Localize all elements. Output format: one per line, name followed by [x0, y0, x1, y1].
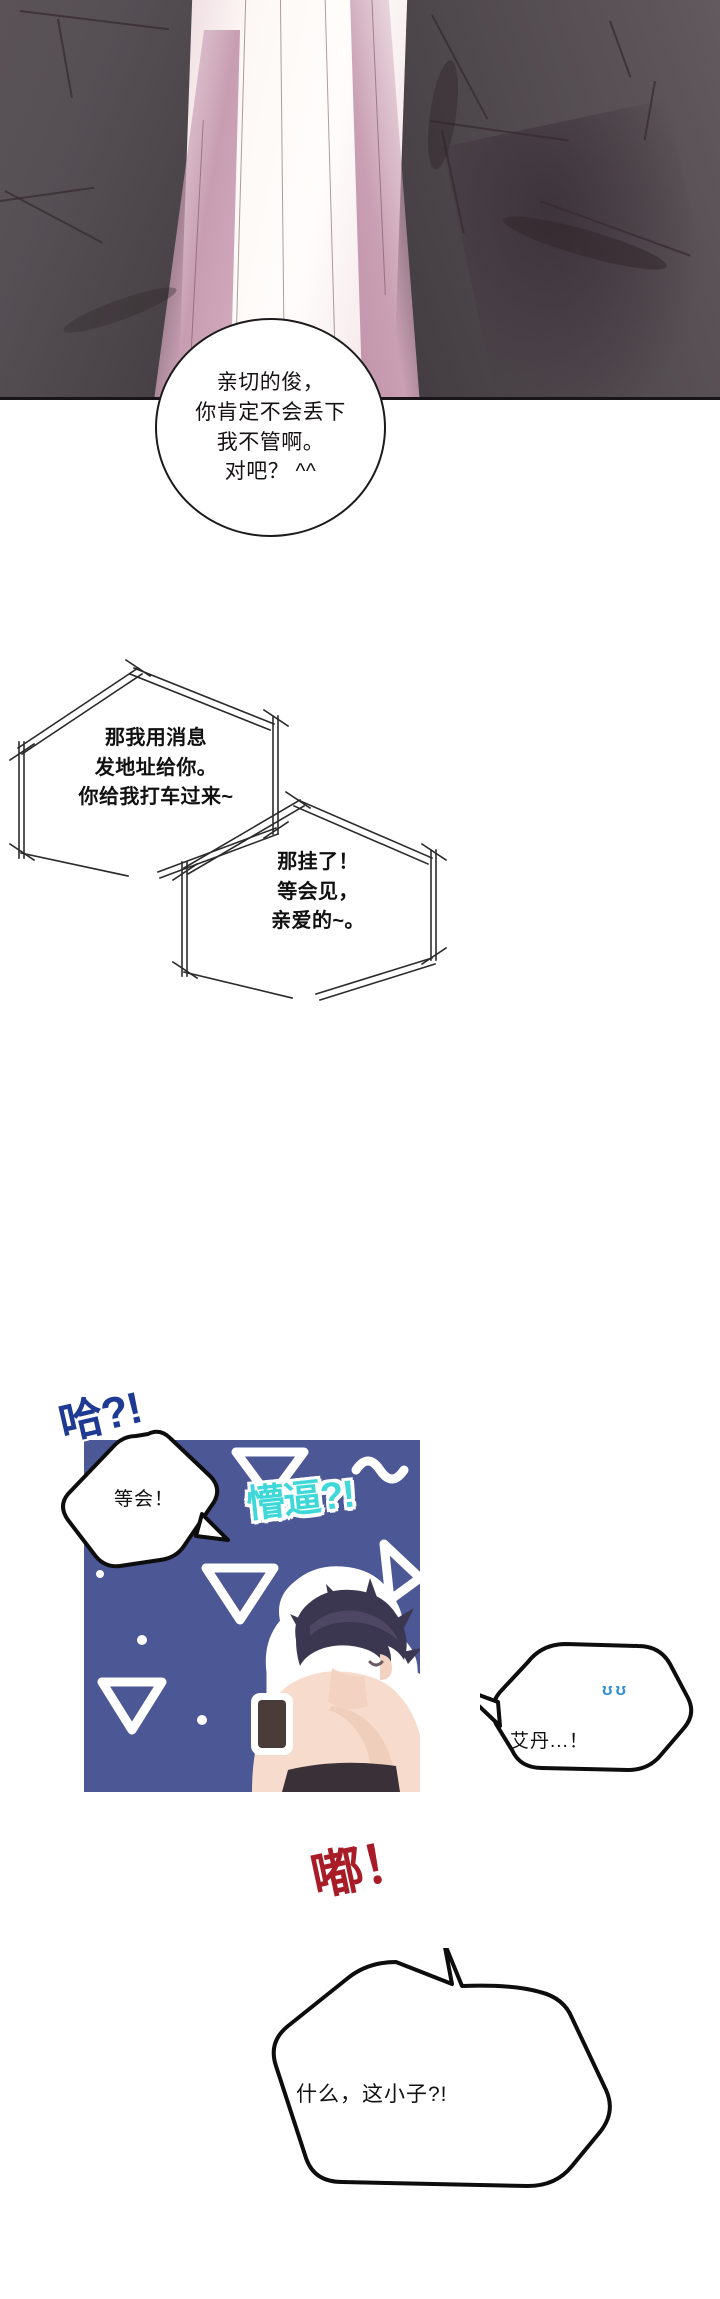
- hex-message-frame-1-text: 那我用消息 发地址给你。 你给我打车过来~: [78, 727, 234, 809]
- blue-panel-decor: [96, 1447, 420, 1792]
- speech-blob-aidan: ʊʊ 艾丹...！: [480, 1640, 702, 1792]
- panel-dark-coat-artwork: [0, 0, 720, 400]
- speech-blob-final: 什么，这小子?!: [200, 1948, 620, 2254]
- hex-frame-1-outline: [8, 658, 290, 880]
- hex-message-frame-2: 那挂了！ 等会见， 亲爱的~。: [170, 780, 460, 1002]
- speech-bubble-caller: 亲切的俊， 你肯定不会丢下 我不管啊。 对吧？ ^^: [155, 318, 386, 537]
- character-shirtless-boy: [251, 1566, 420, 1792]
- speech-blob-aidan-outline: [480, 1642, 694, 1772]
- speech-blob-final-outline: [271, 1948, 612, 2188]
- speech-blob-wait-text: 等会！: [113, 1489, 174, 1510]
- speech-blob-wait: 等会！: [56, 1428, 232, 1574]
- speech-blob-final-text: 什么，这小子?!: [296, 2083, 448, 2106]
- panel-blue-reaction: [84, 1440, 420, 1792]
- sfx-mengbi-text: 懵逼?!: [244, 1473, 357, 1527]
- phone: [251, 1693, 293, 1755]
- sweat-mark-uu: ʊʊ: [602, 1680, 630, 1699]
- speech-blob-aidan-text: 艾丹...！: [510, 1731, 589, 1752]
- hex-message-frame-1: 那我用消息 发地址给你。 你给我打车过来~: [8, 648, 303, 880]
- speech-bubble-caller-text: 亲切的俊， 你肯定不会丢下 我不管啊。 对吧？ ^^: [195, 370, 346, 484]
- hex-message-frame-2-text: 那挂了！ 等会见， 亲爱的~。: [271, 851, 365, 933]
- speech-blob-wait-outline: [61, 1429, 230, 1569]
- hex-frame-2-outline: [171, 790, 448, 1002]
- sfx-du-text: 嘟！: [306, 1829, 419, 1908]
